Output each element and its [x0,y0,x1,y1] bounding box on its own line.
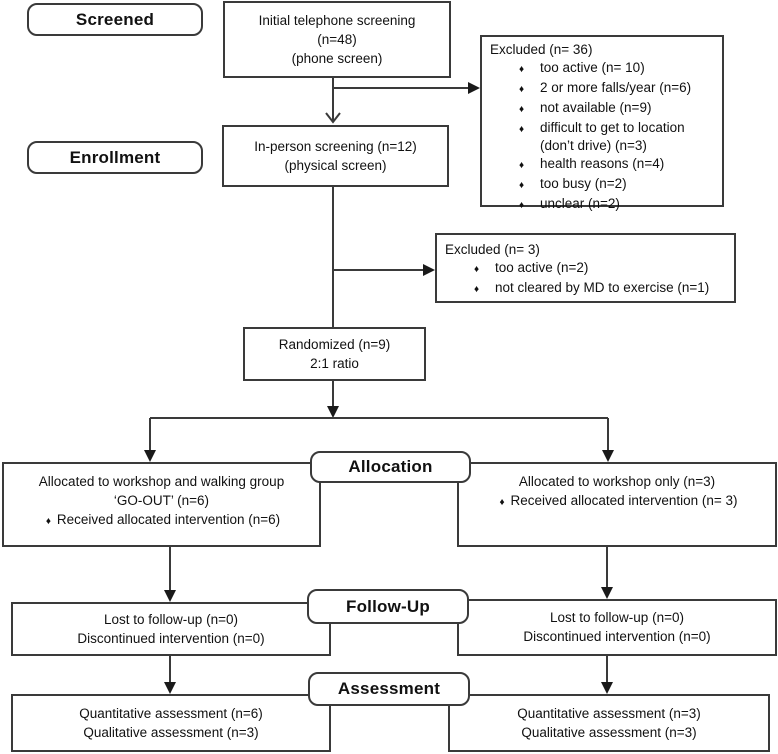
diamond-bullet-icon: ♦ [474,264,480,275]
box-line: ‘GO-OUT’ (n=6) [113,493,210,508]
list-item: ♦ too active (n= 10) [516,59,714,79]
box-line: (n=48) [317,32,357,47]
diamond-bullet-icon: ♦ [519,160,525,171]
arrow-phone-to-inperson [325,77,341,124]
arrow-inperson-to-excluded [333,264,435,276]
box-line: Lost to follow-up (n=0) [550,610,684,625]
stage-label-text: Screened [75,9,155,29]
box-line: In-person screening (n=12) [254,139,417,154]
list-item: ♦ too busy (n=2) [516,175,714,195]
diamond-bullet-icon: ♦ [519,104,525,115]
follow-up-go-out-box: Lost to follow-up (n=0) Discontinued int… [11,602,331,656]
arrow-allocL-to-followupL [164,547,176,602]
box-line: Discontinued intervention (n=0) [523,629,711,644]
list-item-text: health reasons (n=4) [540,156,665,171]
stage-label-screened: Screened [27,3,203,36]
bullet-line: ♦ Received allocated intervention (n=6) [4,510,319,531]
assessment-workshop-only-box: Quantitative assessment (n=3) Qualitativ… [448,694,770,752]
box-line: Qualitative assessment (n=3) [83,725,259,740]
stage-label-text: Follow-Up [346,596,430,616]
excluded-phone-box: Excluded (n= 36) ♦ too active (n= 10) ♦ … [480,35,724,211]
diamond-bullet-icon: ♦ [499,497,505,508]
diamond-bullet-icon: ♦ [474,284,480,295]
box-line: (phone screen) [291,51,383,66]
box-line: 2:1 ratio [310,356,359,371]
excluded-title: Excluded (n= 36) [490,42,593,57]
excluded-reasons-list: ♦ too active (n= 10) ♦ 2 or more falls/y… [490,59,714,215]
list-item-text: too busy (n=2) [540,176,627,191]
list-item: ♦ unclear (n=2) [516,195,714,215]
box-line: Allocated to workshop only (n=3) [518,474,716,489]
box-line: Quantitative assessment (n=6) [79,706,263,721]
stage-label-text: Allocation [348,457,433,476]
randomized-box: Randomized (n=9) 2:1 ratio [243,327,426,381]
list-item: ♦ not available (n=9) [516,99,714,119]
diamond-bullet-icon: ♦ [519,200,525,211]
assessment-go-out-box: Quantitative assessment (n=6) Qualitativ… [11,694,331,752]
allocated-workshop-only-box: Allocated to workshop only (n=3) ♦ Recei… [457,462,777,547]
stage-label-enrollment: Enrollment [27,141,203,174]
diamond-bullet-icon: ♦ [519,180,525,191]
list-item-text: not available (n=9) [540,100,652,115]
stage-label-text: Enrollment [69,147,161,167]
list-item-text: difficult to get to location (don’t driv… [540,120,685,153]
stage-label-assessment: Assessment [308,672,470,706]
bullet-text: Received allocated intervention (n= 3) [510,493,738,508]
excluded-title: Excluded (n= 3) [445,242,540,257]
list-item: ♦ 2 or more falls/year (n=6) [516,79,714,99]
box-line: Allocated to workshop and walking group [38,474,285,489]
box-line: Qualitative assessment (n=3) [521,725,697,740]
list-item: ♦ difficult to get to location (don’t dr… [516,119,714,155]
diamond-bullet-icon: ♦ [519,124,525,135]
stage-label-text: Assessment [337,679,441,698]
arrow-followupR-to-assessR [601,656,613,694]
list-item-text: too active (n= 10) [540,60,645,75]
list-item: ♦ too active (n=2) [471,259,726,279]
arrow-randomized-split [144,381,614,462]
diamond-bullet-icon: ♦ [519,64,525,75]
list-item: ♦ not cleared by MD to exercise (n=1) [471,279,726,299]
box-line: (physical screen) [284,158,387,173]
phone-screening-box: Initial telephone screening (n=48) (phon… [223,1,451,78]
excluded-in-person-box: Excluded (n= 3) ♦ too active (n=2) ♦ not… [435,233,736,303]
arrow-followupL-to-assessL [164,656,176,694]
stage-label-follow-up: Follow-Up [307,589,469,624]
box-line: Discontinued intervention (n=0) [77,631,265,646]
list-item-text: too active (n=2) [495,260,589,275]
list-item-text: unclear (n=2) [540,196,620,211]
bullet-text: Received allocated intervention (n=6) [56,512,281,527]
list-item: ♦ health reasons (n=4) [516,155,714,175]
box-line: Initial telephone screening [258,13,416,28]
list-item-text: 2 or more falls/year (n=6) [540,80,692,95]
diamond-bullet-icon: ♦ [519,84,525,95]
box-line: Lost to follow-up (n=0) [104,612,238,627]
stage-label-allocation: Allocation [310,451,471,483]
follow-up-workshop-only-box: Lost to follow-up (n=0) Discontinued int… [457,599,777,656]
bullet-line: ♦ Received allocated intervention (n= 3) [459,491,775,512]
box-line: Quantitative assessment (n=3) [517,706,701,721]
arrow-allocR-to-followupR [601,547,613,599]
in-person-screening-box: In-person screening (n=12) (physical scr… [222,125,449,187]
box-line: Randomized (n=9) [278,337,391,352]
allocated-go-out-box: Allocated to workshop and walking group … [2,462,321,547]
arrow-phone-to-excluded [333,82,480,94]
excluded-reasons-list: ♦ too active (n=2) ♦ not cleared by MD t… [445,259,726,299]
diamond-bullet-icon: ♦ [45,516,51,527]
list-item-text: not cleared by MD to exercise (n=1) [495,280,710,295]
